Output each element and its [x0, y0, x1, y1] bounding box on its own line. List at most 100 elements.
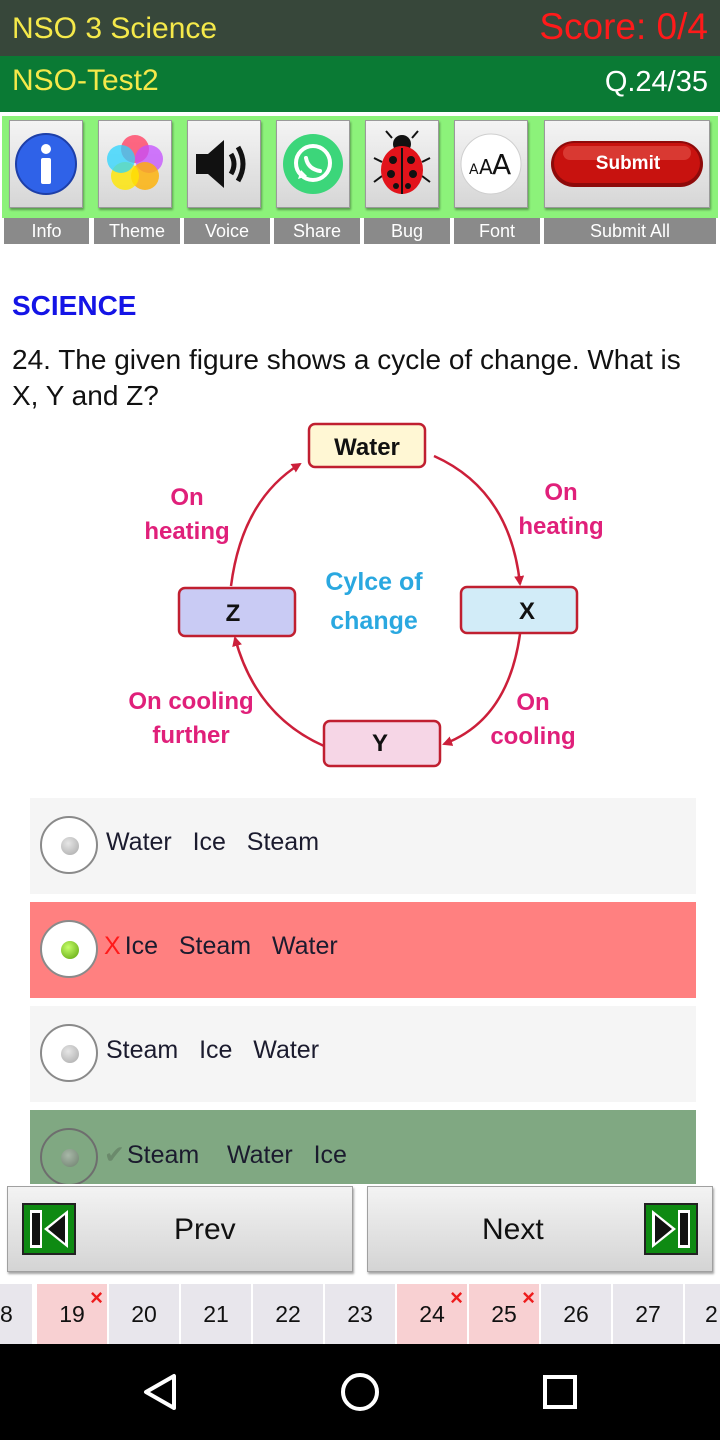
label-share: Share — [274, 218, 360, 244]
question-number: 8 — [0, 1301, 13, 1327]
top-header: NSO 3 Science Score: 0/4 — [0, 0, 720, 56]
question-number: 22 — [275, 1301, 301, 1327]
edge-label-right-bottom-1: On — [516, 689, 549, 716]
question-number: 24 — [419, 1301, 445, 1327]
arrow-z-to-water — [229, 462, 302, 587]
skip-forward-icon — [644, 1203, 698, 1255]
question-number: 2 — [705, 1301, 718, 1327]
wrong-mark-icon: X — [104, 932, 121, 960]
label-theme: Theme — [94, 218, 180, 244]
edge-label-right-bottom-2: cooling — [490, 723, 575, 750]
question-number: 23 — [347, 1301, 373, 1327]
question-counter: Q.24/35 — [604, 66, 708, 98]
question-cell-18[interactable]: 8 — [0, 1284, 32, 1344]
question-cell-27[interactable]: 27 — [613, 1284, 683, 1344]
home-icon[interactable] — [340, 1372, 380, 1412]
wrong-marker-icon: × — [90, 1285, 103, 1310]
theme-button[interactable] — [98, 120, 172, 208]
option-radio[interactable] — [40, 1024, 98, 1082]
label-bug: Bug — [364, 218, 450, 244]
question-cell-20[interactable]: 20 — [109, 1284, 179, 1344]
question-cell-21[interactable]: 21 — [181, 1284, 251, 1344]
option-text: Steam Water Ice — [126, 1141, 347, 1169]
option-radio[interactable] — [40, 920, 98, 978]
node-x-label: X — [519, 598, 535, 625]
question-strip: 8 19× 20 21 22 23 24× 25× 26 27 2 — [0, 1284, 720, 1344]
question-cell-24[interactable]: 24× — [397, 1284, 467, 1344]
label-voice: Voice — [184, 218, 270, 244]
question-cell-19[interactable]: 19× — [37, 1284, 107, 1344]
option-text-wrapper: ✔Steam Water Ice — [104, 1140, 347, 1170]
voice-button[interactable] — [187, 120, 261, 208]
option-4[interactable]: ✔Steam Water Ice — [30, 1110, 696, 1184]
back-icon[interactable] — [140, 1372, 180, 1412]
speaker-icon — [196, 140, 246, 188]
skip-back-icon — [22, 1203, 76, 1255]
node-water-label: Water — [334, 434, 400, 461]
font-size-icon: A A A — [460, 133, 522, 195]
next-button[interactable]: Next — [367, 1186, 713, 1272]
toolbar-labels: Info Theme Voice Share Bug Font Submit A… — [0, 218, 720, 246]
option-radio[interactable] — [40, 816, 98, 874]
submit-icon — [551, 141, 703, 187]
question-cell-22[interactable]: 22 — [253, 1284, 323, 1344]
question-number: 21 — [203, 1301, 229, 1327]
option-1[interactable]: Water Ice Steam — [30, 798, 696, 894]
node-z — [177, 586, 297, 638]
edge-label-top-right-2: heating — [518, 513, 603, 540]
recents-icon[interactable] — [542, 1374, 578, 1410]
font-button[interactable]: A A A — [454, 120, 528, 208]
cycle-diagram: Water X Y Z Cylce of change On heating O… — [128, 422, 604, 768]
bug-button[interactable] — [365, 120, 439, 208]
app-title: NSO 3 Science — [12, 12, 218, 45]
subject-heading: SCIENCE — [12, 290, 137, 321]
node-y — [322, 719, 442, 768]
svg-text:A: A — [492, 148, 511, 181]
node-water — [307, 422, 427, 469]
question-number: 27 — [635, 1301, 661, 1327]
submit-button-text: Submit — [595, 153, 661, 174]
info-icon — [15, 133, 77, 195]
center-label-line1: Cylce of — [325, 568, 423, 596]
label-info: Info — [4, 218, 89, 244]
info-button[interactable] — [9, 120, 83, 208]
ladybug-icon — [373, 130, 431, 194]
node-z-label: Z — [226, 600, 241, 627]
system-nav-bar — [0, 1344, 720, 1440]
option-text: Ice Steam Water — [124, 932, 338, 960]
prev-button[interactable]: Prev — [7, 1186, 353, 1272]
edge-label-top-right-1: On — [544, 479, 577, 506]
radio-dot — [61, 1149, 79, 1167]
question-text: 24. The given figure shows a cycle of ch… — [12, 344, 681, 411]
score-display: Score: 0/4 — [539, 6, 708, 47]
node-x — [459, 585, 579, 635]
arrow-water-to-x — [433, 454, 525, 586]
edge-label-bottom-left-2: further — [152, 722, 229, 749]
prev-label: Prev — [174, 1213, 236, 1246]
option-radio[interactable] — [40, 1128, 98, 1184]
label-submit-all: Submit All — [544, 218, 716, 244]
question-cell-23[interactable]: 23 — [325, 1284, 395, 1344]
svg-text:A: A — [469, 162, 479, 178]
navigation-bar: Prev Next — [0, 1184, 720, 1280]
sub-header: NSO-Test2 Q.24/35 — [0, 56, 720, 112]
radio-dot — [61, 1045, 79, 1063]
next-label: Next — [482, 1213, 544, 1246]
edge-label-left-top-1: On — [170, 484, 203, 511]
question-cell-25[interactable]: 25× — [469, 1284, 539, 1344]
node-y-label: Y — [372, 730, 388, 757]
question-number: 19 — [59, 1301, 85, 1327]
option-3[interactable]: Steam Ice Water — [30, 1006, 696, 1102]
question-cell-26[interactable]: 26 — [541, 1284, 611, 1344]
question-cell-28[interactable]: 2 — [685, 1284, 720, 1344]
option-text: Water Ice Steam — [106, 828, 320, 856]
share-button[interactable] — [276, 120, 350, 208]
toolbar: A A A Submit — [2, 116, 718, 218]
arrow-y-to-z — [232, 636, 325, 748]
submit-button[interactable]: Submit — [544, 120, 710, 208]
question-number: 26 — [563, 1301, 589, 1327]
label-font: Font — [454, 218, 540, 244]
radio-dot — [61, 941, 79, 959]
